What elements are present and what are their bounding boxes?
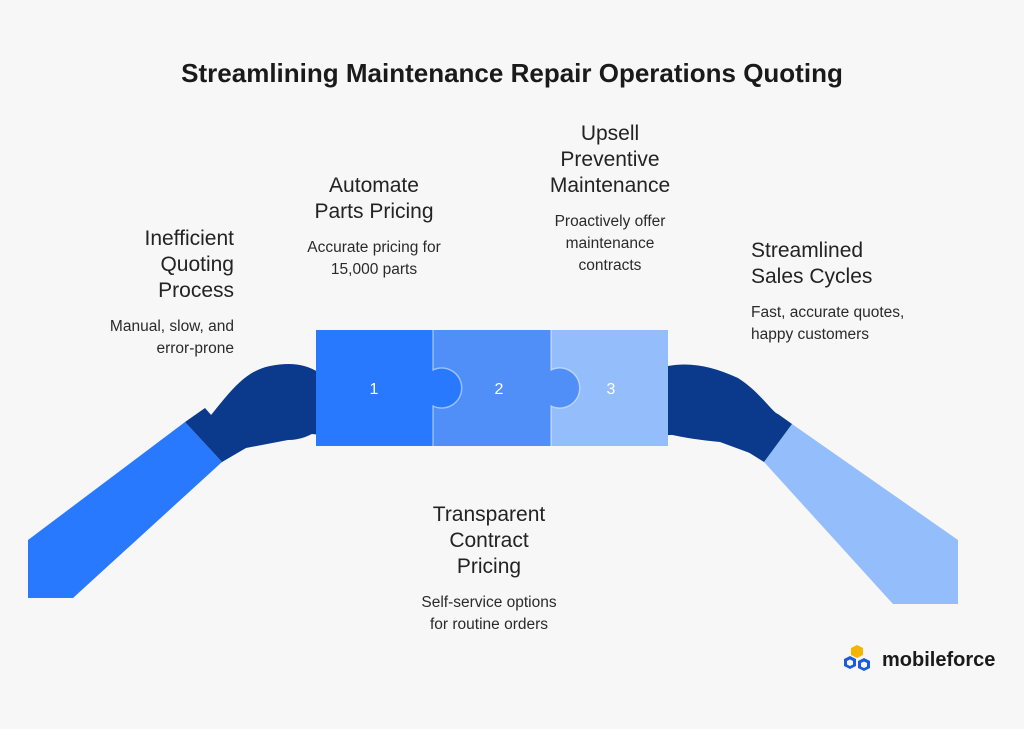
puzzle-piece-3 bbox=[551, 330, 668, 446]
mobileforce-logo-icon bbox=[844, 645, 870, 671]
step-heading: Upsell Preventive Maintenance bbox=[549, 122, 671, 197]
puzzle-seam-1 bbox=[432, 330, 463, 446]
puzzle-label-1: 1 bbox=[370, 381, 379, 398]
left-sleeve bbox=[28, 422, 222, 598]
page-title: Streamlining Maintenance Repair Operatio… bbox=[181, 58, 843, 88]
step-description: Manual, slow, and error-prone bbox=[109, 318, 234, 357]
right-sleeve bbox=[764, 424, 958, 604]
left-hand bbox=[200, 364, 318, 462]
step-streamlined-sales: Streamlined Sales Cycles Fast, accurate … bbox=[751, 238, 971, 346]
puzzle-piece-1 bbox=[316, 330, 462, 446]
step-heading: Inefficient Quoting Process bbox=[144, 227, 234, 302]
puzzle-label-3: 3 bbox=[607, 381, 616, 398]
right-hand bbox=[668, 364, 778, 456]
step-description: Self-service options for routine orders bbox=[421, 594, 557, 633]
puzzle-label-2: 2 bbox=[495, 381, 504, 398]
step-description: Fast, accurate quotes, happy customers bbox=[751, 304, 905, 343]
puzzle-piece-2 bbox=[433, 330, 580, 446]
step-heading: Transparent Contract Pricing bbox=[432, 503, 546, 578]
brand-logo: mobileforce bbox=[842, 645, 995, 675]
step-transparent-pricing: Transparent Contract Pricing Self-servic… bbox=[389, 502, 589, 636]
step-automate-parts-pricing: Automate Parts Pricing Accurate pricing … bbox=[274, 173, 474, 281]
logo-text: mobileforce bbox=[882, 648, 996, 671]
puzzle-seam-2 bbox=[550, 330, 581, 446]
step-heading: Streamlined Sales Cycles bbox=[751, 239, 873, 288]
step-upsell-preventive: Upsell Preventive Maintenance Proactivel… bbox=[512, 121, 708, 277]
step-inefficient-quoting: Inefficient Quoting Process Manual, slow… bbox=[60, 226, 234, 360]
step-description: Accurate pricing for 15,000 parts bbox=[307, 239, 441, 278]
step-heading: Automate Parts Pricing bbox=[314, 174, 434, 223]
step-description: Proactively offer maintenance contracts bbox=[554, 213, 666, 274]
